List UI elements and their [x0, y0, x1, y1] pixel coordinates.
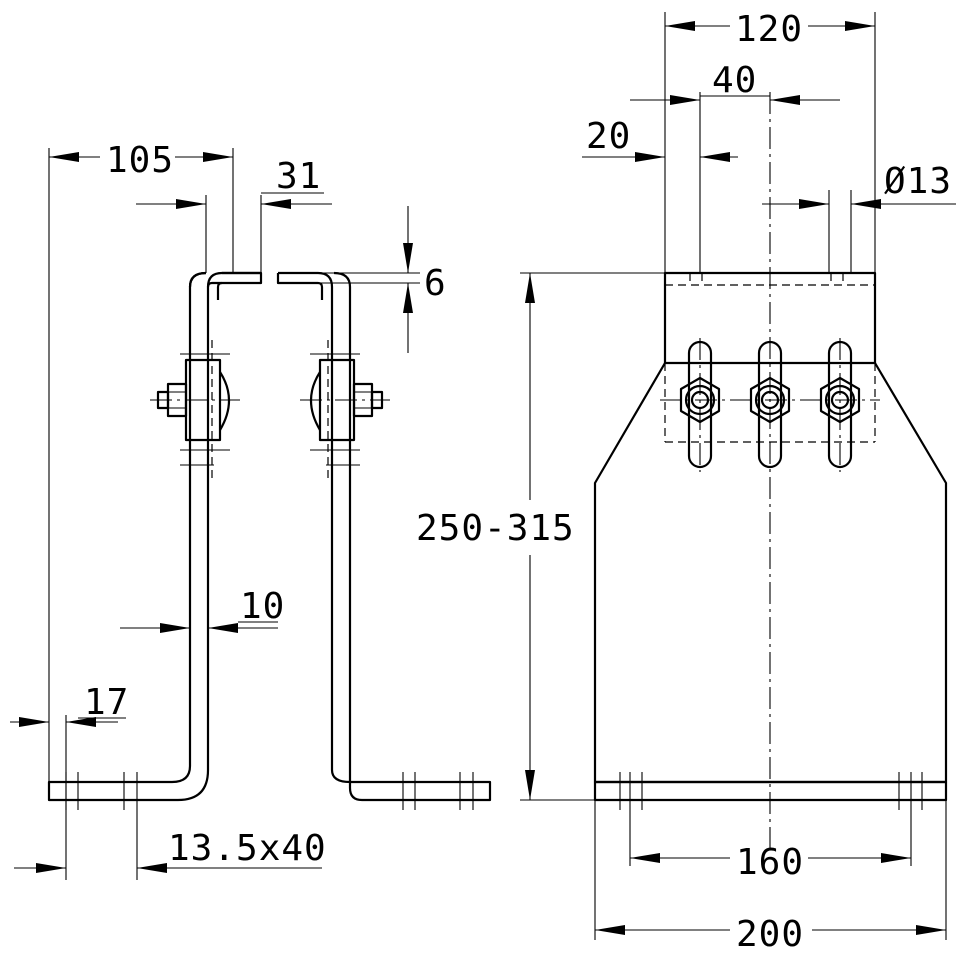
dim-slot: 13.5x40	[168, 828, 327, 869]
dim-20: 20	[586, 116, 631, 157]
slot-nut-center	[749, 340, 791, 469]
dim-10: 10	[240, 586, 285, 627]
dim-120: 120	[735, 9, 803, 50]
dim-200: 200	[736, 914, 804, 955]
dim-6: 6	[424, 263, 447, 304]
right-bracket-outline	[278, 271, 492, 802]
dim-105: 105	[106, 140, 174, 181]
front-view: 120 40 20 Ø13 250-315 160	[416, 9, 956, 955]
dim-40: 40	[712, 60, 757, 101]
dim-height: 250-315	[416, 508, 575, 549]
dim-17: 17	[84, 682, 129, 723]
dim-160: 160	[736, 842, 804, 883]
dim-31: 31	[276, 156, 321, 197]
side-view: 105 31 6 10 17 13.5x40	[10, 140, 492, 880]
dim-dia13: Ø13	[884, 161, 952, 202]
